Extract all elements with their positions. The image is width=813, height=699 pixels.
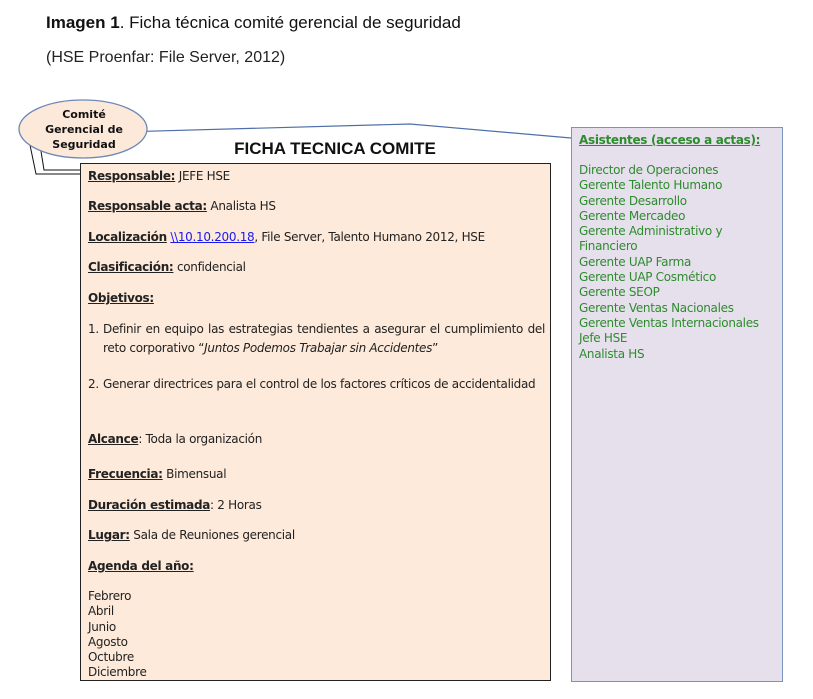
figure-caption-source: (HSE Proenfar: File Server, 2012) (46, 49, 286, 66)
localizacion-label: Localización (88, 230, 167, 244)
asistente-item: Gerente UAP Cosmético (579, 270, 717, 285)
clasificacion-label: Clasificación: (88, 260, 174, 274)
objetivo-text-main: Definir en equipo las estrategias tendie… (103, 322, 545, 355)
agenda-row: Agenda del año: (88, 559, 194, 574)
frecuencia-value: Bimensual (162, 467, 227, 481)
agenda-month: Octubre (88, 650, 134, 665)
clasificacion-row: Clasificación: confidencial (88, 260, 246, 275)
agenda-months: Febrero Abril Junio Agosto Octubre Dicie… (88, 589, 147, 681)
asistente-item: Gerente Talento Humano (579, 178, 723, 193)
responsable-acta-row: Responsable acta: Analista HS (88, 199, 276, 214)
objetivo-item-1: 1. Definir en equipo las estrategias ten… (88, 320, 545, 358)
objetivo-italic: Juntos Podemos Trabajar sin Accidentes (204, 341, 433, 355)
agenda-month: Abril (88, 604, 114, 619)
agenda-month: Agosto (88, 634, 128, 649)
lugar-row: Lugar: Sala de Reuniones gerencial (88, 528, 295, 543)
objetivo-item-2: 2. Generar directrices para el control d… (88, 375, 545, 394)
alcance-row: Alcance: Toda la organización (88, 432, 262, 447)
lugar-label: Lugar: (88, 528, 130, 542)
ficha-card: Responsable: JEFE HSE Responsable acta: … (80, 163, 551, 681)
asistentes-list: Director de Operaciones Gerente Talento … (579, 163, 779, 362)
comite-bubble (18, 99, 148, 159)
ficha-title: FICHA TECNICA COMITE (234, 139, 436, 158)
agenda-month: Diciembre (88, 665, 147, 680)
responsable-acta-value: Analista HS (206, 199, 276, 213)
localizacion-row: Localización \\10.10.200.18, File Server… (88, 230, 485, 245)
asistentes-title: Asistentes (acceso a actas): (579, 133, 761, 147)
objetivo-number: 2. (88, 377, 99, 391)
duracion-label: Duración estimada (88, 498, 211, 512)
alcance-label: Alcance (88, 432, 139, 446)
comite-bubble-text: Comité Gerencial de Seguridad (22, 107, 146, 152)
bubble-line: Comité (62, 108, 106, 121)
figure-caption-text: . Ficha técnica comité gerencial de segu… (119, 13, 461, 32)
bracket-line-inner (39, 144, 80, 171)
asistente-item: Director de Operaciones (579, 163, 719, 177)
objetivo-text: Definir en equipo las estrategias tendie… (103, 320, 545, 358)
frecuencia-row: Frecuencia: Bimensual (88, 467, 227, 482)
connector-line-to-panel (119, 123, 572, 139)
bubble-line: Seguridad (52, 138, 116, 151)
localizacion-link[interactable]: \\10.10.200.18 (170, 230, 255, 244)
objetivos-label: Objetivos: (88, 291, 154, 305)
asistente-item: Analista HS (579, 346, 645, 361)
responsable-acta-label: Responsable acta: (88, 199, 207, 213)
responsable-value: JEFE HSE (175, 169, 231, 183)
lugar-value: Sala de Reuniones gerencial (129, 528, 295, 542)
figure-caption-title: Imagen 1. Ficha técnica comité gerencial… (46, 13, 461, 33)
objetivos-row: Objetivos: (88, 291, 154, 306)
alcance-value: : Toda la organización (138, 432, 262, 446)
objetivo-text: Generar directrices para el control de l… (103, 377, 536, 391)
asistente-item: Gerente UAP Farma (579, 254, 692, 269)
asistente-item: Gerente SEOP (579, 285, 660, 300)
asistente-item: Gerente Mercadeo (579, 208, 686, 223)
clasificacion-value: confidencial (173, 260, 246, 274)
localizacion-rest: , File Server, Talento Humano 2012, HSE (254, 230, 485, 244)
figure-caption-label: Imagen 1 (46, 13, 120, 32)
objetivo-close-quote: ” (432, 341, 438, 355)
frecuencia-label: Frecuencia: (88, 467, 163, 481)
asistente-item: Gerente Ventas Nacionales (579, 300, 734, 315)
asistentes-panel: Asistentes (acceso a actas): Director de… (571, 127, 783, 682)
responsable-row: Responsable: JEFE HSE (88, 169, 230, 184)
agenda-month: Junio (88, 619, 116, 634)
responsable-label: Responsable: (88, 169, 176, 183)
bubble-line: Gerencial de (45, 123, 123, 136)
agenda-label: Agenda del año: (88, 559, 194, 573)
bracket-line-outer (29, 144, 80, 175)
asistente-item: Jefe HSE (579, 331, 628, 346)
objetivo-number: 1. (88, 322, 99, 336)
duracion-row: Duración estimada: 2 Horas (88, 498, 262, 513)
agenda-month: Febrero (88, 589, 132, 603)
duracion-value: : 2 Horas (210, 498, 262, 512)
asistente-item: Gerente Administrativo y Financiero (579, 224, 723, 254)
asistente-item: Gerente Ventas Internacionales (579, 315, 759, 330)
asistente-item: Gerente Desarrollo (579, 193, 687, 208)
